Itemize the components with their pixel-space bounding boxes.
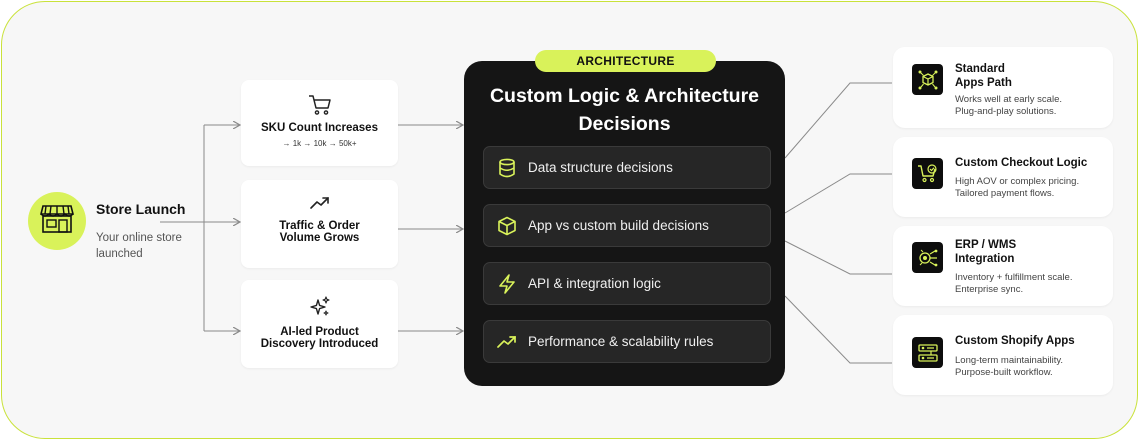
outcome-desc: High AOV or complex pricing. Tailored pa…	[955, 176, 1105, 200]
growth-card-sku: SKU Count Increases → 1k → 10k → 50k+	[241, 80, 398, 166]
architecture-title-line2: Decisions	[578, 113, 671, 135]
outcome-card-custom-checkout: Custom Checkout Logic High AOV or comple…	[893, 137, 1113, 217]
network-cube-icon	[912, 64, 943, 95]
architecture-item-api-integration: API & integration logic	[483, 262, 771, 305]
outcome-desc-line2: Plug-and-play solutions.	[955, 106, 1057, 117]
lightning-icon	[496, 273, 518, 295]
architecture-item-label: Data structure decisions	[528, 160, 673, 175]
sparkles-icon	[309, 296, 331, 318]
outcome-desc: Long-term maintainability. Purpose-built…	[955, 355, 1105, 379]
architecture-badge: ARCHITECTURE	[535, 50, 716, 72]
outcome-card-custom-shopify-apps: Custom Shopify Apps Long-term maintainab…	[893, 315, 1113, 395]
outcome-title: ERP / WMS Integration	[955, 238, 1105, 266]
cart-icon	[308, 94, 332, 116]
outcome-title-line1: Custom Checkout Logic	[955, 157, 1088, 169]
outcome-title-line2: Integration	[955, 253, 1015, 265]
storefront-icon	[39, 204, 75, 239]
integration-icon	[912, 242, 943, 273]
architecture-item-app-vs-custom: App vs custom build decisions	[483, 204, 771, 247]
architecture-item-label: API & integration logic	[528, 276, 661, 291]
trend-up-icon	[309, 195, 331, 211]
architecture-item-label: App vs custom build decisions	[528, 218, 709, 233]
outcome-title-line1: Standard	[955, 63, 1005, 75]
growth-card-ai: AI-led Product Discovery Introduced	[241, 280, 398, 368]
outcome-card-standard-apps: Standard Apps Path Works well at early s…	[893, 47, 1113, 128]
store-launch-title: Store Launch	[96, 201, 186, 217]
outcome-title-line1: ERP / WMS	[955, 239, 1017, 251]
architecture-item-data-structure: Data structure decisions	[483, 146, 771, 189]
outcome-title-line1: Custom Shopify Apps	[955, 335, 1075, 347]
cube-icon	[496, 215, 518, 237]
architecture-title: Custom Logic & Architecture Decisions	[464, 82, 785, 138]
outcome-title: Custom Checkout Logic	[955, 156, 1105, 170]
database-icon	[496, 157, 518, 179]
architecture-item-performance: Performance & scalability rules	[483, 320, 771, 363]
outcome-desc-line2: Enterprise sync.	[955, 284, 1024, 295]
outcome-desc-line2: Tailored payment flows.	[955, 188, 1055, 199]
growth-card-title-line2: Volume Grows	[279, 232, 360, 244]
trend-up-icon	[496, 331, 518, 353]
growth-card-title-line1: Traffic & Order	[279, 220, 360, 232]
store-launch-subtitle: Your online store launched	[96, 232, 182, 260]
outcome-desc-line1: Inventory + fulfillment scale.	[955, 272, 1073, 283]
growth-card-title: SKU Count Increases	[261, 122, 378, 134]
growth-card-title-line2: Discovery Introduced	[260, 338, 379, 350]
outcome-desc-line2: Purpose-built workflow.	[955, 367, 1053, 378]
growth-card-title-line1: AI-led Product	[280, 326, 359, 338]
apps-icon	[912, 337, 943, 368]
checkout-cart-icon	[912, 158, 943, 189]
store-launch-node	[28, 192, 86, 250]
outcome-desc: Works well at early scale. Plug-and-play…	[955, 94, 1105, 118]
growth-card-traffic: Traffic & Order Volume Grows	[241, 180, 398, 268]
outcome-desc-line1: Long-term maintainability.	[955, 355, 1064, 366]
outcome-desc-line1: High AOV or complex pricing.	[955, 176, 1080, 187]
growth-card-subtitle: → 1k → 10k → 50k+	[282, 139, 357, 148]
outcome-title: Custom Shopify Apps	[955, 334, 1105, 348]
architecture-item-label: Performance & scalability rules	[528, 334, 714, 349]
outcome-card-erp-wms: ERP / WMS Integration Inventory + fulfil…	[893, 226, 1113, 306]
architecture-title-line1: Custom Logic & Architecture	[489, 85, 760, 107]
outcome-desc: Inventory + fulfillment scale. Enterpris…	[955, 272, 1105, 296]
outcome-desc-line1: Works well at early scale.	[955, 94, 1062, 105]
outcome-title: Standard Apps Path	[955, 62, 1105, 90]
outcome-title-line2: Apps Path	[955, 77, 1012, 89]
